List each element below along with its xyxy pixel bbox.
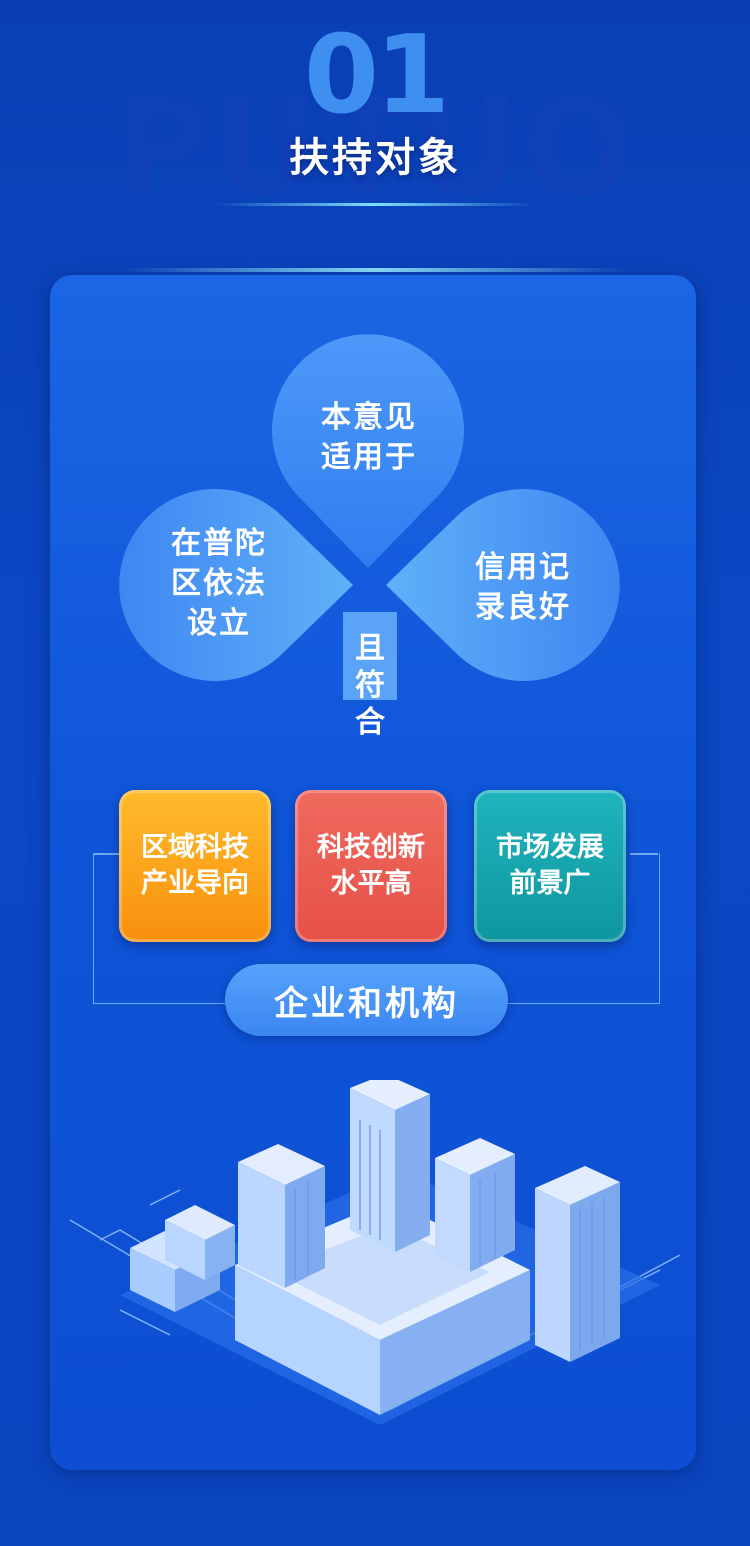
section-title: 扶持对象 [289,135,461,181]
petal-left-shape [119,489,354,681]
petal-top-text: 本意见 适用于 [290,398,448,478]
arrow-label: 且 符 合 [343,630,397,741]
petal-right-line-2: 录良好 [475,590,571,625]
down-arrow-shape [343,612,397,700]
card-top-glow [120,268,630,272]
arrow-label-char-1: 且 [355,631,385,666]
criteria-box-industry: 区域科技 产业导向 [119,790,271,942]
petal-right-line-1: 信用记 [475,550,571,585]
clover-diagram [119,334,620,700]
petal-left-text: 在普陀 区依法 设立 [140,524,298,644]
bracket-top-left [93,853,121,855]
petal-left-line-1: 在普陀 [171,526,267,561]
city-illustration [69,1080,681,1425]
bracket-top-right [630,853,658,855]
petal-left-line-3: 设立 [187,606,251,641]
petal-left-line-2: 区依法 [171,566,267,601]
criteria-box-market: 市场发展 前景广 [474,790,626,942]
criteria-market-line-2: 前景广 [509,868,591,899]
criteria-box-innovation: 科技创新 水平高 [295,790,447,942]
criteria-innovation-line-2: 水平高 [330,868,412,899]
criteria-industry-line-1: 区域科技 [141,832,249,863]
petal-right-text: 信用记 录良好 [444,548,602,628]
target-label-pill: 企业和机构 [225,964,508,1036]
criteria-market-line-1: 市场发展 [496,832,604,863]
arrow-label-char-2: 符 [355,668,385,703]
criteria-innovation-line-1: 科技创新 [317,832,425,863]
section-number: 01 [303,13,450,138]
criteria-industry-line-2: 产业导向 [141,868,249,899]
arrow-label-char-3: 合 [355,705,385,740]
title-underline [215,203,535,206]
background-watermark-word: PUTUO [113,71,637,225]
petal-top-line-1: 本意见 [321,400,417,435]
petal-right-shape [386,489,620,681]
petal-top-shape [272,334,464,568]
petal-top-line-2: 适用于 [321,440,417,475]
